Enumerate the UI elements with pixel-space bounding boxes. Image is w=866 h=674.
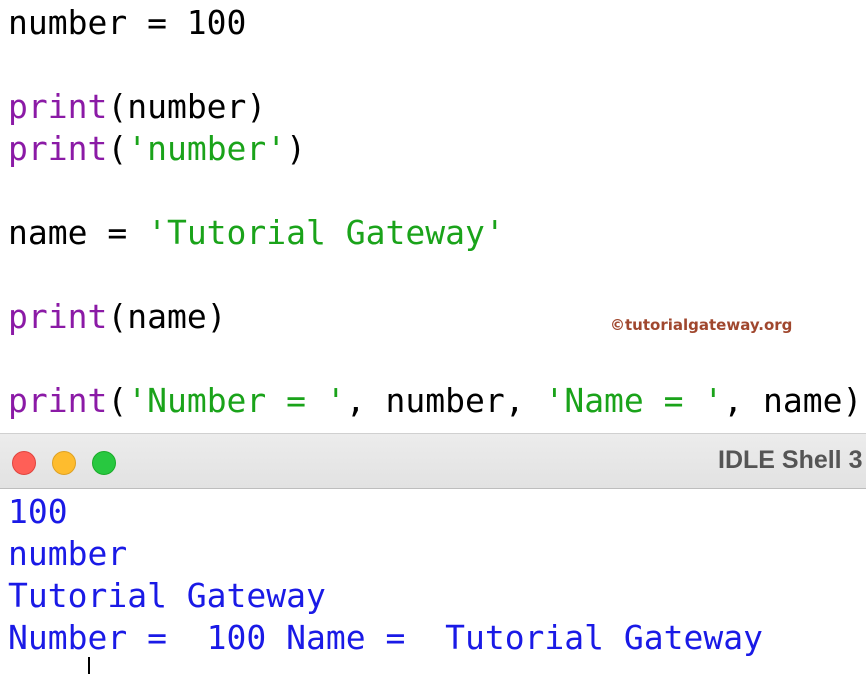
code-line-4: name = 'Tutorial Gateway' [8,212,505,254]
output-line-4: Number = 100 Name = Tutorial Gateway [8,618,763,657]
close-button[interactable] [12,451,36,475]
code-token: name = [8,213,148,252]
code-token: , number, [345,381,545,420]
code-line-6: print('Number = ', number, 'Name = ', na… [8,380,862,422]
output-line-1: 100 [8,492,68,531]
string-token: 'Tutorial Gateway' [147,213,505,252]
code-line-5: print(name) [8,296,227,338]
window-titlebar[interactable]: IDLE Shell 3 [0,433,866,489]
keyword-token: print [8,381,108,420]
string-token: 'number' [127,129,287,168]
window-title: IDLE Shell 3 [718,446,863,474]
minimize-button[interactable] [52,451,76,475]
maximize-button[interactable] [92,451,116,475]
keyword-token: print [8,297,108,336]
string-token: 'Number = ' [127,381,346,420]
code-token: (number) [107,87,267,126]
code-line-3: print('number') [8,128,306,170]
code-token: ) [286,129,307,168]
string-token: 'Name = ' [544,381,724,420]
watermark: ©tutorialgateway.org [610,316,793,334]
code-token: (name) [107,297,227,336]
shell-prompt: ... [8,665,48,674]
code-token: , name) [723,381,863,420]
code-line-2: print(number) [8,86,266,128]
code-token: ( [107,381,128,420]
keyword-token: print [8,87,108,126]
code-token: number = 100 [8,3,247,42]
output-line-2: number [8,534,128,573]
code-editor[interactable]: number = 100 print(number) print('number… [0,0,866,432]
text-cursor [88,657,90,674]
keyword-token: print [8,129,108,168]
code-token: ( [107,129,128,168]
code-line-1: number = 100 [8,2,246,44]
output-line-3: Tutorial Gateway [8,576,326,615]
idle-shell-window[interactable]: IDLE Shell 3 100 number Tutorial Gateway… [0,433,866,674]
